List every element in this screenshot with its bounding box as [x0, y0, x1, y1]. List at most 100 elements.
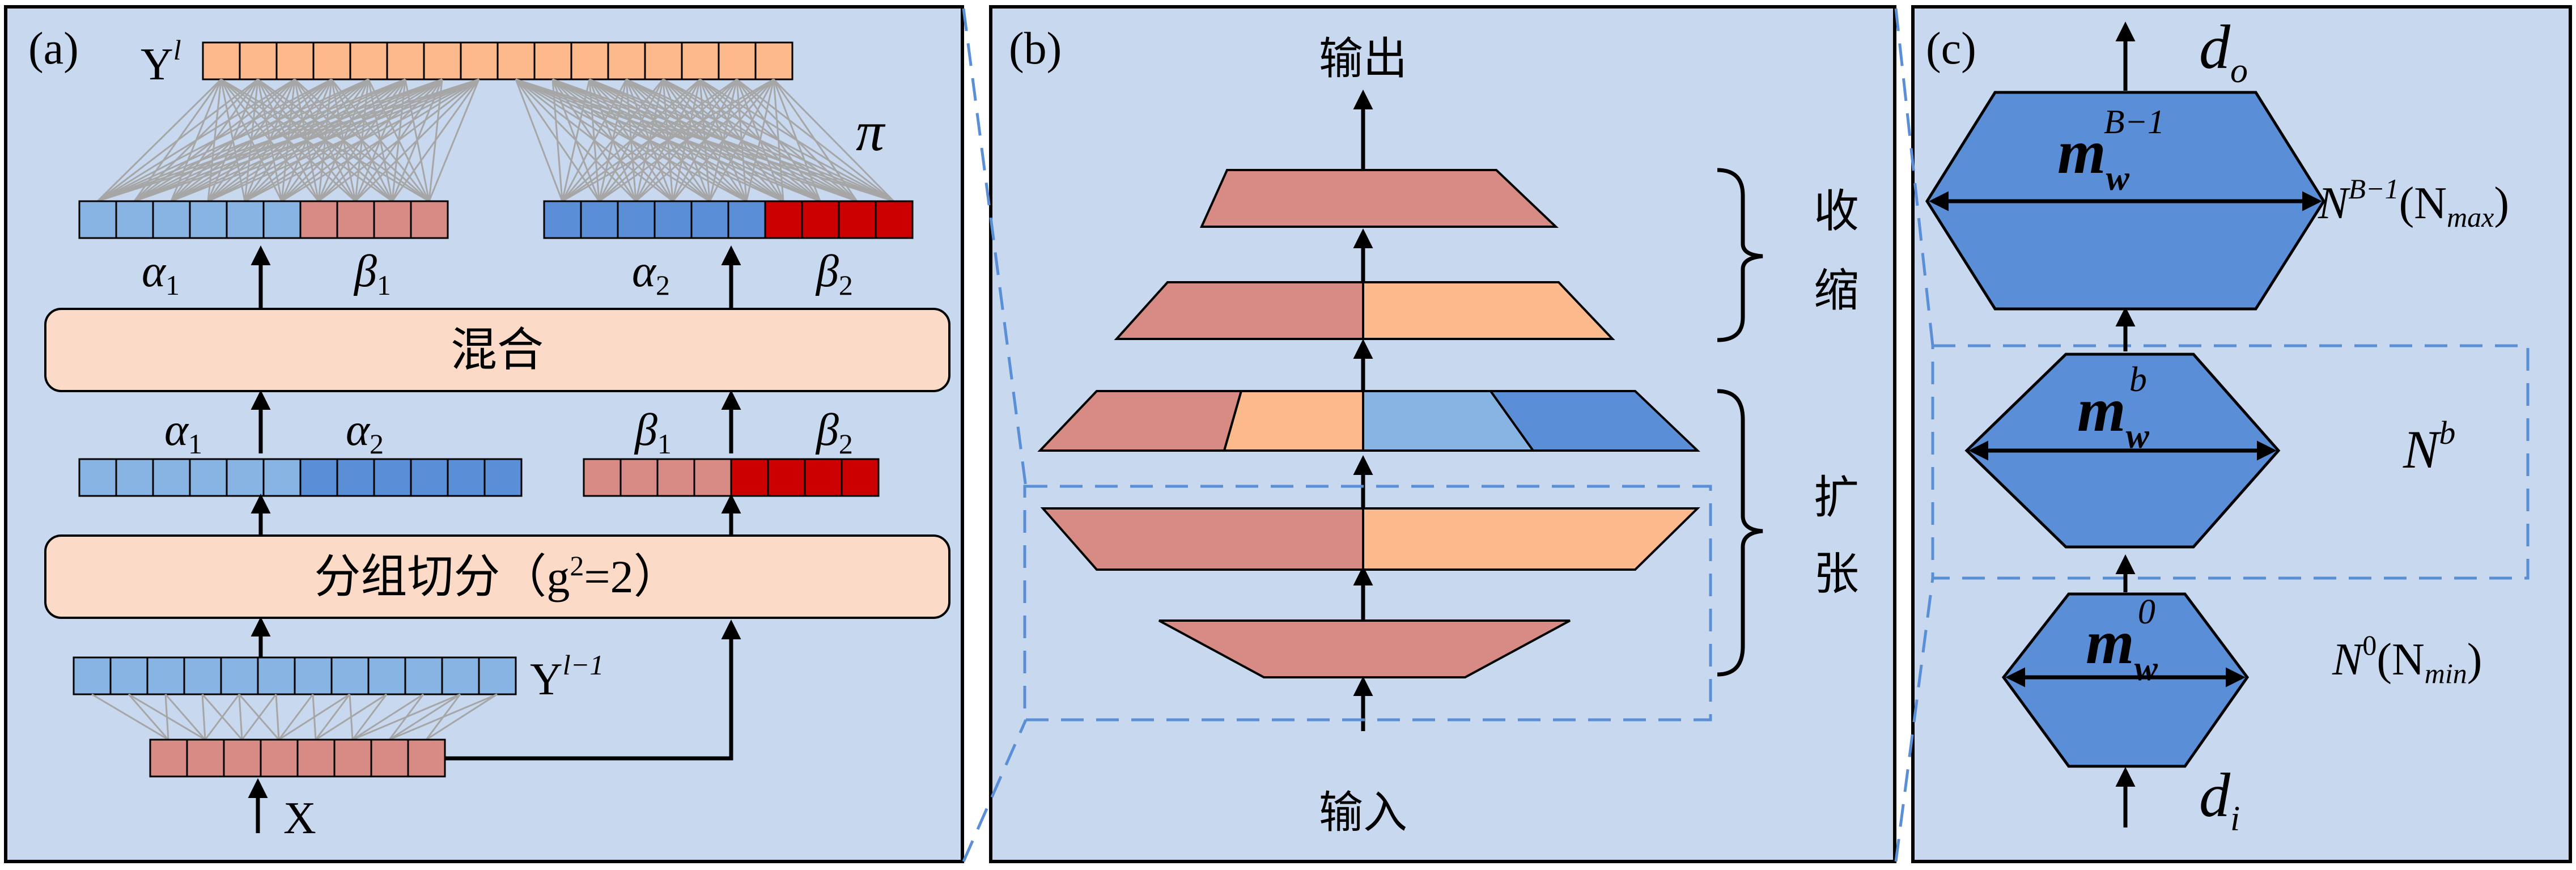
- connection-line: [91, 693, 169, 741]
- connection-line: [708, 79, 775, 202]
- beta1-label-mid: β1: [634, 405, 672, 460]
- group-split-box: [44, 534, 950, 619]
- y-in-cell: [183, 656, 222, 695]
- connection-line: [96, 78, 222, 202]
- alpha1-beta1-cell: [189, 200, 228, 239]
- y-in-cell: [441, 656, 480, 695]
- alpha2-beta2-cell: [727, 200, 766, 239]
- alpha1-beta1-cell: [299, 200, 338, 239]
- alpha1-beta1-cell: [262, 200, 302, 239]
- layer-3-seg4: [1488, 390, 1700, 452]
- beta2-label-mid: β2: [815, 405, 853, 460]
- alpha1-beta1-cell: [152, 200, 191, 239]
- x-input-cell: [149, 739, 188, 778]
- connection-line: [315, 694, 351, 740]
- expand-brace: [1717, 389, 1763, 677]
- connection-line: [561, 79, 664, 202]
- x-input-row: [149, 739, 446, 778]
- connection-line: [128, 694, 169, 740]
- y-in-cell: [478, 656, 517, 695]
- m-bot-label: mw0: [2086, 593, 2158, 688]
- layer-2-left: [1040, 507, 1364, 571]
- alpha1-beta1-cell: [226, 200, 265, 239]
- connection-line: [773, 79, 784, 202]
- alpha1-label-mid: α1: [164, 405, 202, 460]
- y-in-cell: [146, 656, 185, 695]
- connection-line: [635, 78, 774, 202]
- alpha1-beta1-row: [78, 200, 449, 239]
- connection-line: [391, 79, 480, 202]
- connection-line: [128, 693, 206, 741]
- projection-line-c-bottom: [1894, 578, 1934, 862]
- y-out-cell: [202, 41, 241, 80]
- connection-line: [515, 79, 563, 202]
- y-in-cell: [257, 656, 296, 695]
- projection-line-top: [962, 8, 1028, 488]
- mix-box: [44, 308, 950, 392]
- connection-line: [275, 694, 280, 740]
- beta1-label-top: β1: [353, 247, 391, 301]
- connection-line: [599, 78, 774, 202]
- alpha2-beta2-cell: [838, 200, 877, 239]
- panel-c: (c) mwB−1 mwb mw0 do di NB−1(Nmax) Nb N0…: [1894, 5, 2572, 863]
- alpha2-beta2-cell: [653, 200, 693, 239]
- alpha-group-cell: [410, 458, 449, 497]
- layer-5-output: [1199, 169, 1559, 228]
- alpha1-beta1-cell: [336, 200, 375, 239]
- y-in-row: [73, 656, 517, 695]
- layer-4-right: [1362, 281, 1615, 340]
- connection-line: [278, 694, 314, 740]
- connection-line: [352, 693, 424, 741]
- connection-line: [97, 78, 443, 202]
- connection-line: [318, 78, 479, 202]
- m-mid-label: mwb: [2077, 360, 2150, 456]
- alpha-group-row: [78, 458, 523, 497]
- alpha2-beta2-cell: [690, 200, 729, 239]
- alpha-group-cell: [447, 458, 486, 497]
- panel-c-label: (c): [1926, 24, 1976, 74]
- y-out-cell: [644, 41, 683, 80]
- d-in-label: di: [2199, 761, 2240, 838]
- alpha2-label-mid: α2: [346, 405, 384, 460]
- connection-line: [238, 694, 280, 740]
- y-out-cell: [349, 41, 388, 80]
- y-out-cell: [460, 41, 499, 80]
- panel-a: (a) Yl π α1 β1 α2 β2 混合 α1 α2 β1 β2: [4, 5, 964, 863]
- x-input-cell: [370, 739, 409, 778]
- layer-2-right: [1362, 507, 1700, 571]
- y-out-row: [202, 41, 793, 80]
- connection-line: [171, 78, 479, 202]
- n-bot-label: N0(Nmin): [2332, 629, 2482, 689]
- alpha-group-cell: [152, 458, 191, 497]
- expand-label-2: 张: [1814, 550, 1859, 600]
- x-input-cell: [333, 739, 372, 778]
- connection-line: [351, 694, 388, 740]
- connection-line: [425, 694, 461, 740]
- alpha2-beta2-cell: [543, 200, 582, 239]
- y-out-cell: [718, 41, 757, 80]
- alpha1-beta1-cell: [115, 200, 154, 239]
- block-b-highlight-box: [1931, 344, 2530, 580]
- y-out-cell: [570, 41, 609, 80]
- y-out-cell: [607, 41, 646, 80]
- contract-label-2: 缩: [1814, 266, 1859, 316]
- panel-b: (b) 输出 输入 收 缩 扩: [962, 5, 1896, 863]
- y-in-cell: [220, 656, 259, 695]
- x-label: X: [283, 793, 316, 843]
- connection-line: [428, 79, 480, 202]
- n-top-label: NB−1(Nmax): [2318, 173, 2509, 233]
- connection-line: [97, 78, 479, 202]
- alpha2-label-top: α2: [632, 247, 670, 301]
- expansion-highlight-box: [1023, 485, 1712, 722]
- beta-group-cell: [619, 458, 659, 497]
- connection-line: [773, 79, 821, 202]
- alpha2-beta2-cell: [875, 200, 914, 239]
- beta-group-cell: [693, 458, 732, 497]
- y-out-cell: [423, 41, 462, 80]
- y-out-cell: [312, 41, 351, 80]
- beta2-label-top: β2: [815, 247, 853, 301]
- connection-line: [238, 694, 243, 740]
- beta-group-cell: [804, 458, 843, 497]
- y-out-cell: [754, 41, 793, 80]
